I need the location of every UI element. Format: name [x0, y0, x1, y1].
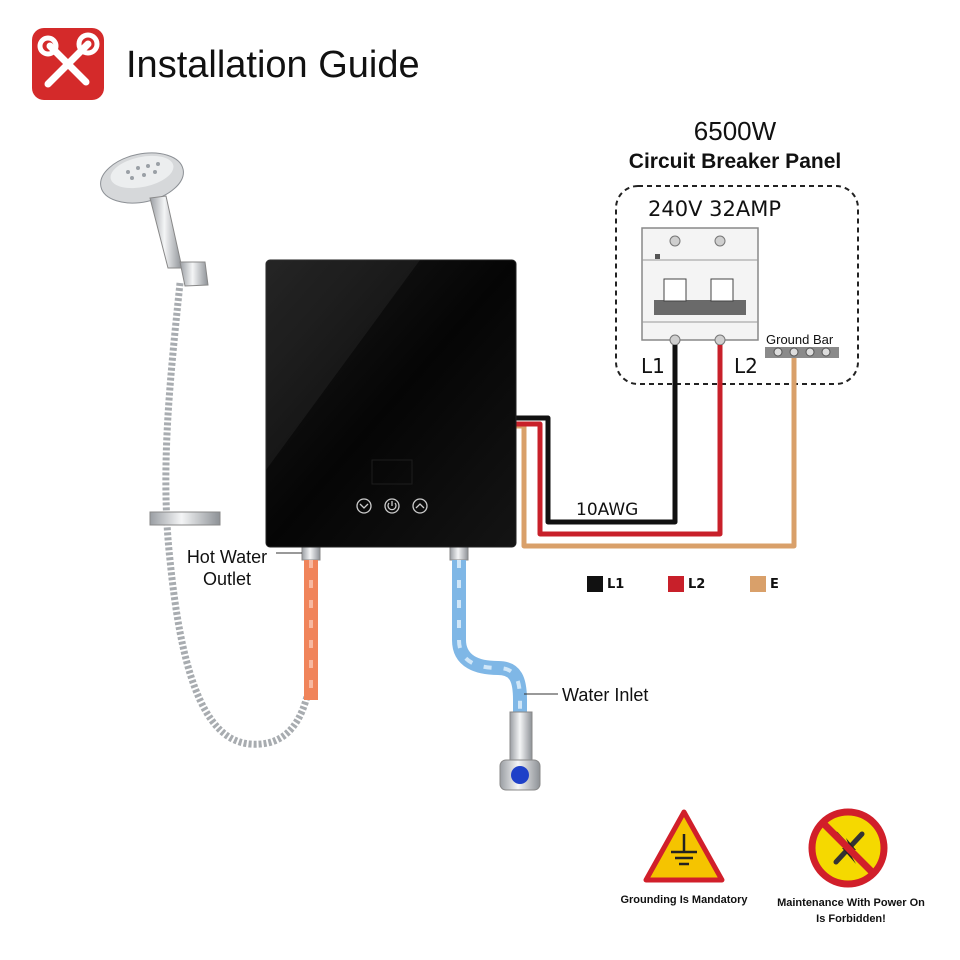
wire-gauge-label: 10AWG: [576, 500, 639, 520]
breaker-panel-boundary: [615, 185, 859, 385]
ground-bar-label: Ground Bar: [766, 332, 834, 347]
breaker-rating: 240V 32AMP: [648, 197, 781, 221]
legend-swatch-l1: [587, 576, 603, 592]
tools-icon: [32, 28, 104, 100]
ground-bar: [765, 347, 839, 358]
grounding-warning-icon: [643, 809, 725, 883]
maintenance-warning-text: Maintenance With Power On Is Forbidden!: [777, 897, 925, 925]
terminal-label-l2: L2: [734, 354, 758, 378]
hot-water-pipe: [301, 544, 321, 700]
water-inlet-pipe: [449, 544, 541, 791]
no-maintenance-warning-icon: [808, 808, 888, 888]
legend-label-l2: L2: [688, 577, 706, 592]
legend-label-l1: L1: [607, 577, 625, 592]
legend-swatch-e: [750, 576, 766, 592]
shower-head: [100, 152, 209, 287]
wire-l2: [516, 345, 723, 537]
water-heater-unit: [265, 259, 517, 548]
grounding-warning-text: Grounding Is Mandatory: [620, 894, 748, 906]
power-icon[interactable]: [384, 498, 400, 514]
water-inlet-label: Water Inlet: [562, 685, 649, 705]
legend-label-e: E: [770, 577, 779, 592]
chevron-up-icon[interactable]: [412, 498, 428, 514]
chevron-down-icon[interactable]: [356, 498, 372, 514]
panel-name: Circuit Breaker Panel: [628, 150, 842, 173]
page-title: Installation Guide: [126, 44, 420, 86]
panel-power-rating: 6500W: [693, 116, 777, 146]
circuit-breaker: [641, 227, 759, 346]
wire-l1: [516, 345, 678, 525]
hot-water-outlet-label: Hot Water Outlet: [186, 547, 268, 589]
legend-swatch-l2: [668, 576, 684, 592]
ground-wire-e: [516, 358, 797, 549]
wiring-group: [516, 345, 797, 549]
shower-rail-bracket: [149, 511, 221, 526]
terminal-label-l1: L1: [641, 354, 665, 378]
